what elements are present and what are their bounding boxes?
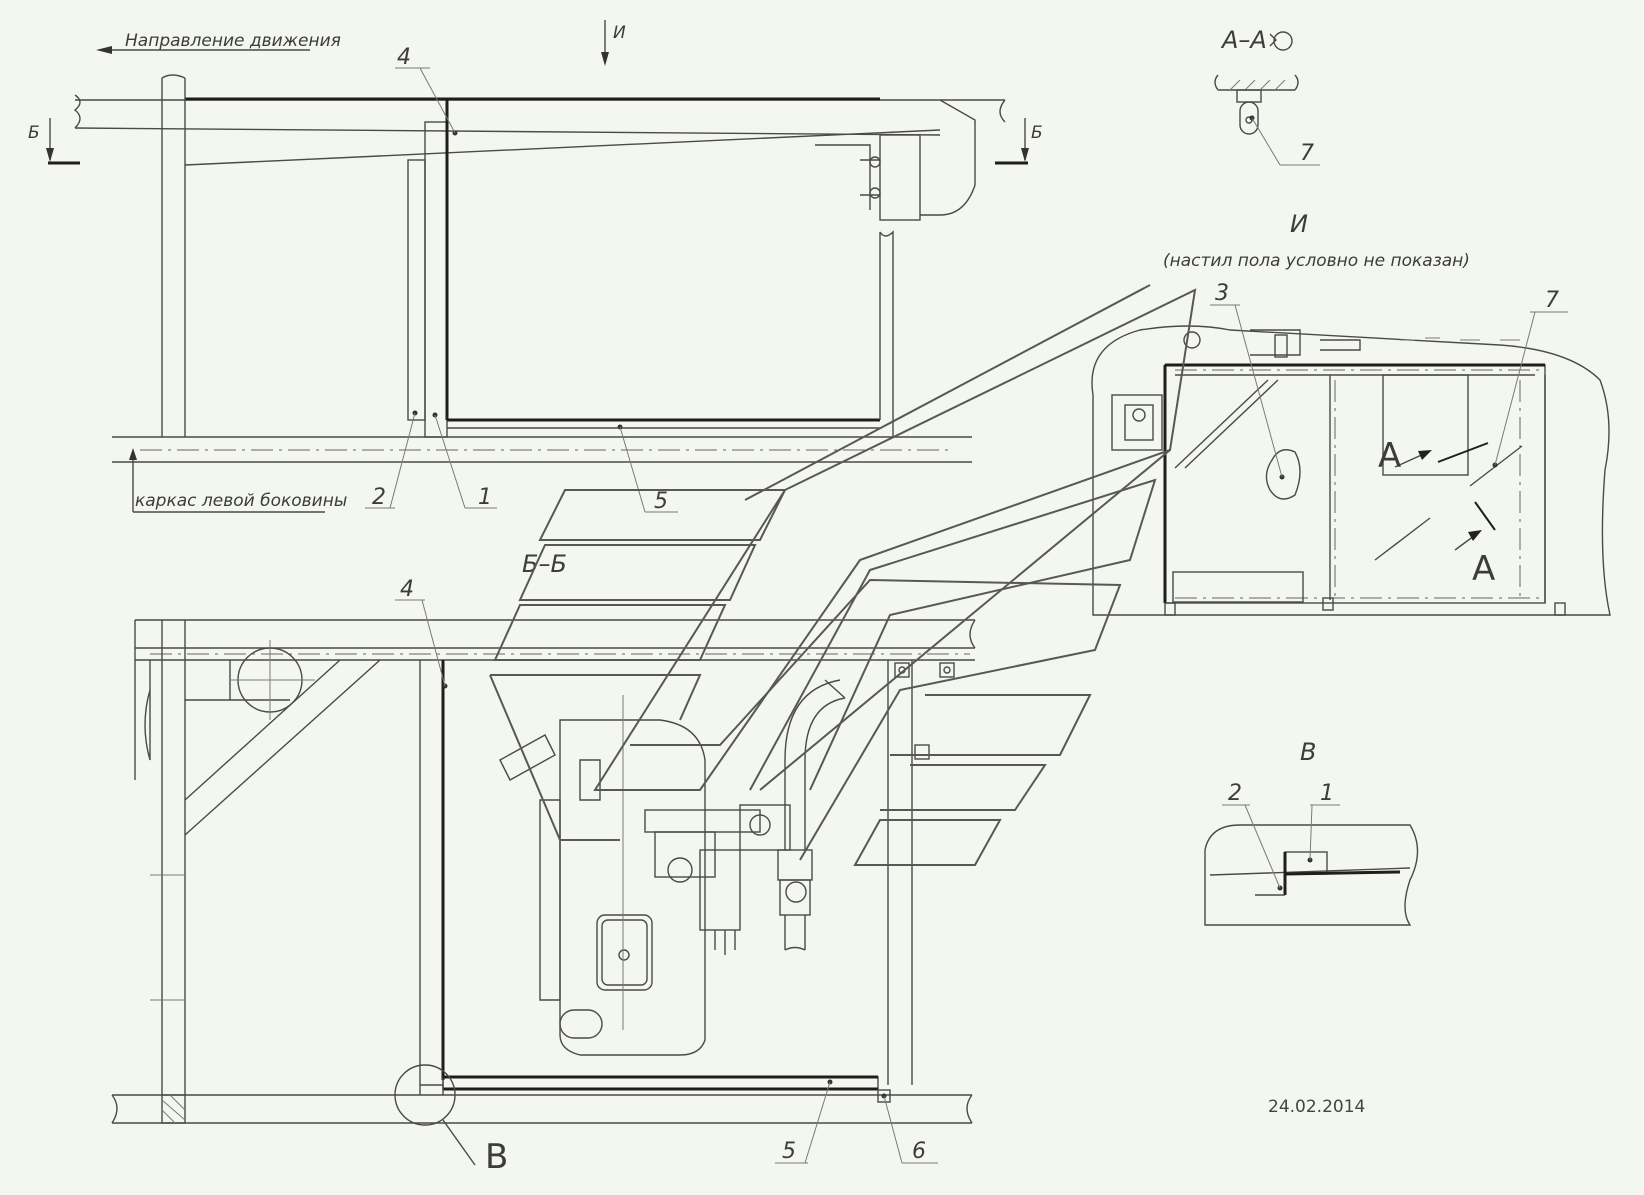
section-b-marker-left: Б — [28, 118, 80, 165]
drawing-date: 24.02.2014 — [1268, 1097, 1365, 1117]
callout-1-view-v-label: 1 — [1320, 781, 1334, 806]
view-i-arrow-label: И — [613, 23, 626, 43]
heater-unit — [499, 695, 791, 1056]
frame-left-side-label: каркас левой боковины — [135, 491, 347, 511]
section-aa-title: А–А — [1220, 26, 1267, 54]
section-b-right-label: Б — [1031, 123, 1043, 143]
view-v-callout-label: В — [485, 1137, 508, 1177]
direction-label: Направление движения — [125, 31, 341, 51]
callout-1-top-label: 1 — [478, 485, 492, 510]
callout-7-aa-label: 7 — [1300, 141, 1314, 166]
top-side-view: Направление движения И Б Б — [28, 20, 1043, 514]
view-i-detail: И (настил пола условно не показан) — [1091, 210, 1611, 616]
view-i-title: И — [1290, 210, 1308, 238]
callout-4-top-label: 4 — [397, 45, 411, 70]
view-i-arrow: И — [601, 20, 626, 66]
callout-1-top: 1 — [432, 412, 497, 510]
direction-arrow: Направление движения — [96, 31, 341, 54]
callout-7-view-i-label: 7 — [1545, 288, 1559, 313]
section-a-mark-lower: А — [1454, 530, 1495, 589]
callout-1-view-v: 1 — [1307, 781, 1340, 863]
section-bb-title: Б–Б — [522, 550, 567, 578]
rotation-icon — [1269, 31, 1293, 51]
callout-5-bottom-label: 5 — [782, 1139, 796, 1164]
callout-4-bottom-label: 4 — [400, 577, 414, 602]
callout-3-view-i: 3 — [1210, 281, 1285, 480]
zoom-callout-lines — [489, 284, 1197, 866]
callout-2-view-v: 2 — [1222, 781, 1283, 891]
callout-6-bottom-label: 6 — [912, 1139, 926, 1164]
section-a-mark-lower-label: А — [1472, 549, 1495, 589]
section-bb-view: Б–Б — [111, 284, 1197, 1177]
callout-2-top: 2 — [365, 410, 418, 510]
callout-5-top: 5 — [617, 424, 678, 514]
callout-5-top-label: 5 — [654, 489, 668, 514]
callout-2-top-label: 2 — [372, 485, 386, 510]
section-b-left-label: Б — [28, 123, 40, 143]
section-b-marker-right: Б — [995, 118, 1043, 165]
callout-5-bottom: 5 — [775, 1079, 833, 1164]
callout-7-aa: 7 — [1249, 115, 1320, 166]
callout-2-view-v-label: 2 — [1228, 781, 1242, 806]
section-a-mark-upper-label: А — [1378, 436, 1401, 476]
callout-6-bottom: 6 — [881, 1093, 938, 1164]
callout-4-top: 4 — [395, 45, 458, 136]
section-aa-detail: А–А 7 — [1214, 26, 1320, 166]
callout-4-bottom: 4 — [395, 577, 448, 689]
callout-3-view-i-label: 3 — [1215, 281, 1229, 306]
view-v-callout: В — [394, 1064, 508, 1177]
frame-left-side-note: каркас левой боковины — [129, 448, 347, 513]
view-i-floor-note: (настил пола условно не показан) — [1163, 251, 1470, 271]
pipe — [777, 679, 846, 951]
callout-7-view-i: 7 — [1492, 288, 1568, 468]
section-a-mark-upper: А — [1378, 436, 1432, 476]
view-v-detail: В 2 1 — [1204, 738, 1419, 926]
view-v-title: В — [1300, 738, 1316, 766]
